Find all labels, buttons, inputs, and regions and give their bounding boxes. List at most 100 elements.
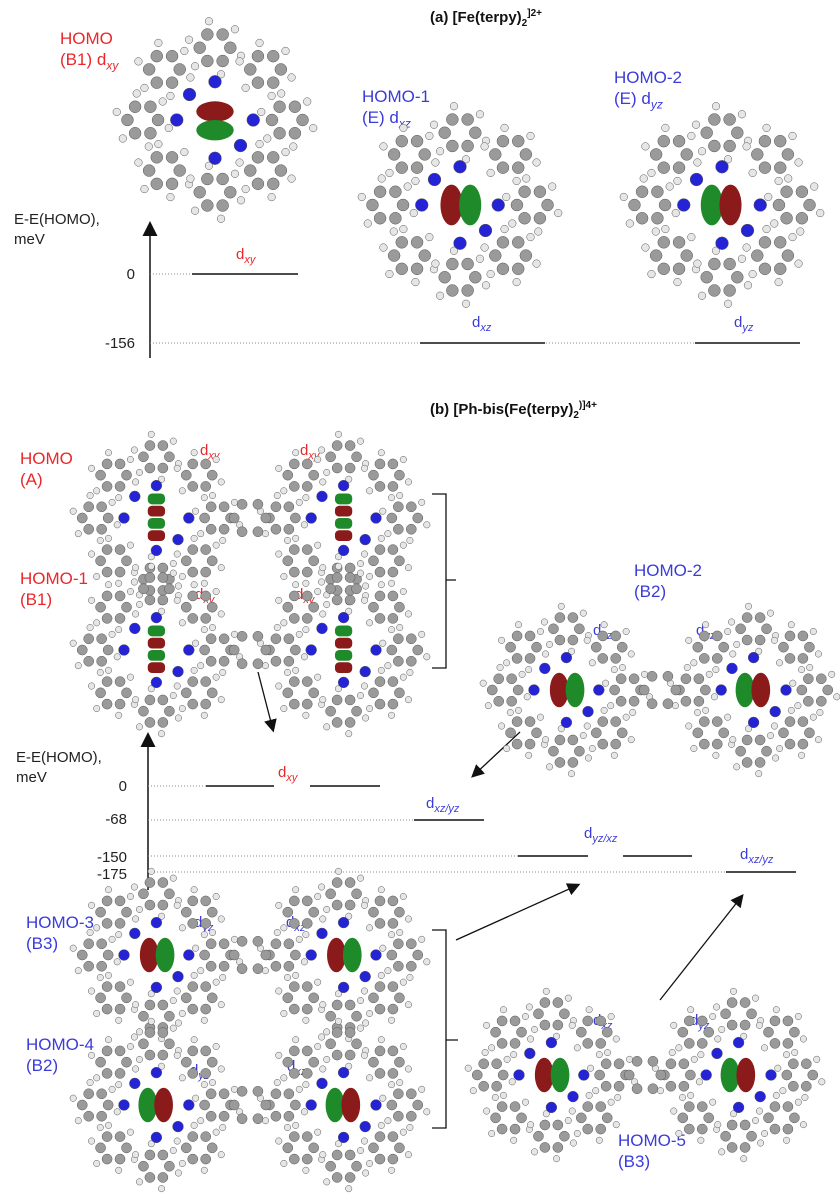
panel-a-level-dxy-sub: xy bbox=[244, 254, 256, 266]
panel-a-axis-label-2: meV bbox=[14, 231, 45, 248]
bracket-homo-homo1 bbox=[432, 493, 456, 669]
panel-a-energy-axis bbox=[142, 221, 800, 358]
panel-a-axis-label: E-E(HOMO), meV bbox=[14, 210, 100, 250]
panel-a-homo-sym: (B1) bbox=[60, 50, 93, 69]
panel-b-level-175-sub: xz/yz bbox=[748, 854, 774, 866]
panel-a-tick-156: -156 bbox=[104, 335, 135, 352]
panel-b-energy-axis bbox=[140, 732, 796, 890]
panel-b-homo5-label: HOMO-5 (B3) bbox=[618, 1130, 686, 1172]
panel-b-tick-68: -68 bbox=[105, 811, 127, 828]
orb-label-homo4-right-d: d bbox=[287, 1058, 296, 1075]
orb-label-homo1-left-d: d bbox=[195, 586, 204, 603]
orb-label-homo3-left-d: d bbox=[194, 914, 203, 931]
panel-a-homo-orb-sub: xy bbox=[106, 58, 119, 73]
orb-label-homo-left-d: d bbox=[200, 442, 209, 459]
panel-a-tick-0: 0 bbox=[126, 266, 135, 283]
panel-b-axis-label-2: meV bbox=[16, 769, 47, 786]
panel-b-homo4-name: HOMO-4 bbox=[26, 1035, 94, 1054]
panel-a-homo-orb: d bbox=[96, 50, 107, 69]
panel-a-level-dxy-label: dxy bbox=[236, 246, 255, 266]
panel-a-homo2-label: HOMO-2 (E) dyz bbox=[614, 67, 682, 115]
panel-b-homo1-sym: (B1) bbox=[20, 590, 53, 609]
panel-b-title: (b) [Ph-bis(Fe(terpy)2)]4+ bbox=[430, 400, 597, 421]
panel-a-homo2-orb: d bbox=[641, 89, 651, 108]
panel-b-level-175-orb: d bbox=[740, 846, 749, 863]
panel-b-level-68-sub: xz/yz bbox=[434, 803, 460, 815]
panel-a-homo-label: HOMO (B1) dxy bbox=[60, 28, 118, 76]
orb-label-homo4-right: dxz bbox=[287, 1058, 306, 1078]
panel-b-homo5-name: HOMO-5 bbox=[618, 1131, 686, 1150]
panel-b-tick-0: 0 bbox=[118, 778, 127, 795]
molecule-renderings bbox=[69, 17, 840, 1193]
orb-label-homo-right-sub: xy bbox=[308, 450, 320, 462]
panel-a-homo-sym-line: (B1) dxy bbox=[60, 49, 118, 76]
panel-b-axis-label: E-E(HOMO), meV bbox=[16, 748, 102, 788]
panel-b-level-175-label: dxz/yz bbox=[740, 846, 773, 866]
orb-label-homo2-left-d: d bbox=[593, 622, 602, 639]
arrow-homo2-to-68 bbox=[471, 731, 521, 778]
panel-b-axis-label-1: E-E(HOMO), bbox=[16, 749, 102, 766]
panel-a-level-dxz-orb: d bbox=[472, 314, 481, 331]
panel-b-level-150-sub: yz/xz bbox=[592, 833, 618, 845]
panel-a-homo2-name: HOMO-2 bbox=[614, 68, 682, 87]
orb-label-homo-left-sub: xy bbox=[208, 450, 220, 462]
panel-b-homo4-label: HOMO-4 (B2) bbox=[26, 1034, 94, 1076]
panel-b-title-sup: )]4+ bbox=[578, 400, 597, 411]
orb-label-homo2-right-sub: yz bbox=[704, 630, 716, 642]
panel-b-homo2-sym: (B2) bbox=[634, 582, 667, 601]
panel-a-title: (a) [Fe(terpy)2]2+ bbox=[430, 8, 542, 29]
panel-b-homo-sym: (A) bbox=[20, 470, 43, 489]
panel-b-homo3-label: HOMO-3 (B3) bbox=[26, 912, 94, 954]
panel-b-title-main: (b) [Ph-bis(Fe(terpy) bbox=[430, 401, 574, 418]
panel-b-tick-150: -150 bbox=[96, 849, 127, 866]
panel-b-level-dxy-label: dxy bbox=[278, 764, 297, 784]
panel-a-axis-label-1: E-E(HOMO), bbox=[14, 211, 100, 228]
panel-a-level-dxz-sub: xz bbox=[480, 322, 492, 334]
panel-b-level-dxy-sub: xy bbox=[286, 772, 298, 784]
panel-b-tick-175: -175 bbox=[96, 866, 127, 883]
panel-a-level-dxy-orb: d bbox=[236, 246, 245, 263]
panel-b-level-dxy-orb: d bbox=[278, 764, 287, 781]
arrow-homo5-to-175 bbox=[659, 893, 744, 1001]
panel-a-homo2-orb-sub: yz bbox=[650, 97, 663, 112]
panel-a-homo2-sym-line: (E) dyz bbox=[614, 88, 682, 115]
orb-label-homo-right-d: d bbox=[300, 442, 309, 459]
panel-b-homo-label: HOMO (A) bbox=[20, 448, 73, 490]
orb-label-homo-right: dxy bbox=[300, 442, 319, 462]
panel-b-level-150-orb: d bbox=[584, 825, 593, 842]
panel-a-homo1-orb: d bbox=[389, 108, 399, 127]
panel-a-level-dyz-label: dyz bbox=[734, 314, 753, 334]
panel-b-homo2-label: HOMO-2 (B2) bbox=[634, 560, 702, 602]
orb-label-homo3-right-sub: xz bbox=[294, 922, 306, 934]
panel-b-homo5-sym: (B3) bbox=[618, 1152, 651, 1171]
panel-b-homo2-name: HOMO-2 bbox=[634, 561, 702, 580]
panel-a-homo2-sym: (E) bbox=[614, 89, 637, 108]
arrow-homo1-to-dxy bbox=[257, 671, 277, 733]
panel-a-title-sub: 2 bbox=[521, 18, 528, 29]
panel-b-homo1-label: HOMO-1 (B1) bbox=[20, 568, 88, 610]
panel-b-homo3-name: HOMO-3 bbox=[26, 913, 94, 932]
bracket-homo3-homo4 bbox=[432, 929, 458, 1129]
orb-label-homo5-right-sub: yz bbox=[698, 1020, 710, 1032]
panel-a-title-main: (a) [Fe(terpy) bbox=[430, 9, 522, 26]
panel-a-homo1-sym: (E) bbox=[362, 108, 385, 127]
arrow-homo34-to-150 bbox=[455, 883, 581, 941]
panel-b-level-150-label: dyz/xz bbox=[584, 825, 617, 845]
orb-label-homo5-left-sub: xz bbox=[601, 1020, 613, 1032]
panel-b-homo1-name: HOMO-1 bbox=[20, 569, 88, 588]
orb-label-homo4-right-sub: xz bbox=[295, 1066, 307, 1078]
orb-label-homo2-right-d: d bbox=[696, 622, 705, 639]
orb-label-homo2-right: dyz bbox=[696, 622, 715, 642]
orb-label-homo-left: dxy bbox=[200, 442, 219, 462]
panel-a-homo-name: HOMO bbox=[60, 29, 113, 48]
panel-a-level-dxz-label: dxz bbox=[472, 314, 491, 334]
panel-b-homo4-sym: (B2) bbox=[26, 1056, 59, 1075]
panel-a-level-dyz-orb: d bbox=[734, 314, 743, 331]
panel-b-level-68-orb: d bbox=[426, 795, 435, 812]
panel-b-homo-name: HOMO bbox=[20, 449, 73, 468]
panel-a-title-sup: ]2+ bbox=[527, 8, 542, 19]
panel-b-level-68-label: dxz/yz bbox=[426, 795, 459, 815]
panel-a-homo1-name: HOMO-1 bbox=[362, 87, 430, 106]
panel-b-title-sub: 2 bbox=[573, 410, 579, 421]
